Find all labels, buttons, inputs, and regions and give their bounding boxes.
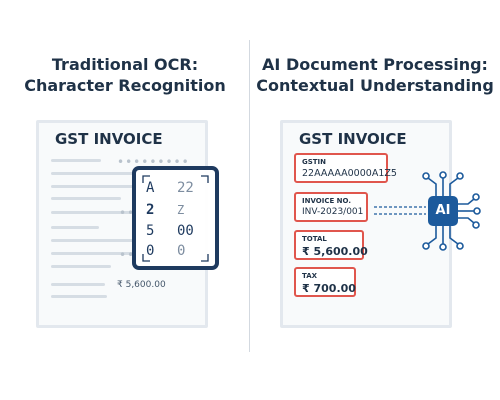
connector-lines [374,206,426,215]
ai-invoice-title: GST INVOICE [299,130,407,148]
text-line [51,265,111,268]
ocr-char: 00 [177,223,194,239]
ai-processing-heading-line2: Contextual Understanding [256,76,494,95]
ocr-scan-lens: A 22 2 Z 5 00 0 0 [132,166,219,270]
ocr-char: Z [177,203,185,217]
ai-processing-heading-line1: AI Document Processing: [262,55,488,74]
traditional-ocr-heading-line2: Character Recognition [24,76,226,95]
ocr-char: 2 [146,202,155,218]
panel-divider [249,40,250,352]
ocr-char: 0 [177,243,186,259]
dotted-text: •• [119,206,136,220]
tax-label: TAX [302,272,318,280]
total-label: TOTAL [302,235,327,243]
text-line [51,211,131,214]
text-line [51,295,107,298]
text-line [51,159,101,162]
traditional-ocr-heading: Traditional OCR: Character Recognition [0,54,250,96]
invoice-number-field: INVOICE NO. INV-2023/001 [294,192,368,222]
ocr-char: 5 [146,223,155,239]
tax-field: TAX ₹ 700.00 [294,267,356,297]
invoice-number-value: INV-2023/001 [302,207,364,217]
dotted-text: ••••••••• [117,155,190,169]
traditional-invoice-title: GST INVOICE [55,130,163,148]
text-line [51,197,121,200]
dotted-text: •• [119,248,136,262]
ocr-char: 22 [177,180,194,196]
gstin-value: 22AAAAA0000A1Z5 [302,168,397,179]
invoice-amount: ₹ 5,600.00 [117,280,166,290]
ai-chip: AI [428,196,458,226]
ai-circuit-icon [422,171,481,251]
text-line [51,239,135,242]
ocr-char: 0 [146,243,155,259]
traditional-invoice-document: GST INVOICE ••••••••• •• •• ₹ 5,600.00 [36,120,208,328]
scan-brackets-icon [142,175,209,262]
tax-value: ₹ 700.00 [302,282,356,295]
ai-processing-heading: AI Document Processing: Contextual Under… [250,54,500,96]
invoice-number-label: INVOICE NO. [302,197,351,205]
text-line [51,252,133,255]
gstin-label: GSTIN [302,158,327,166]
text-line [51,283,105,286]
text-line [51,226,99,229]
gstin-field: GSTIN 22AAAAA0000A1Z5 [294,153,397,183]
text-line [51,172,135,175]
ocr-char: A [146,180,155,196]
text-line [51,185,137,188]
traditional-ocr-heading-line1: Traditional OCR: [51,55,199,74]
total-value: ₹ 5,600.00 [302,245,368,258]
total-field: TOTAL ₹ 5,600.00 [294,230,368,260]
